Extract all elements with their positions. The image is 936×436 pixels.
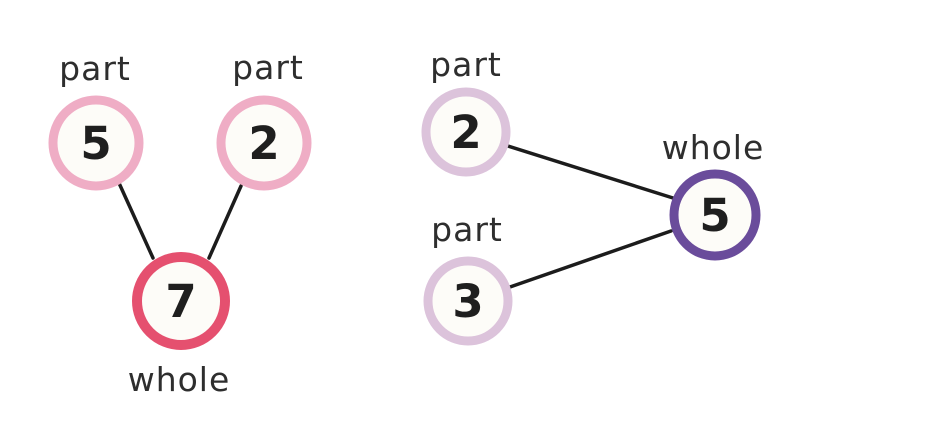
whole-value: 5: [699, 189, 730, 242]
part-value: 5: [80, 117, 111, 170]
number-bond-right: part part whole 2 3 5: [421, 45, 765, 346]
part-circle: [48, 95, 144, 191]
connector-line: [508, 229, 673, 289]
part-value: 2: [450, 106, 481, 159]
whole-circle: [132, 252, 230, 350]
part-value: 2: [248, 117, 279, 170]
part-label: part: [431, 210, 503, 249]
connector-line: [117, 181, 155, 260]
whole-label: whole: [128, 360, 231, 399]
whole-circle: [669, 169, 761, 261]
part-label: part: [59, 49, 131, 88]
part-value: 3: [452, 275, 483, 328]
connector-line: [506, 144, 675, 200]
part-label: part: [232, 48, 304, 87]
part-label: part: [430, 45, 502, 84]
number-bond-left: part part 5 2 7 whole: [48, 48, 312, 399]
whole-label: whole: [662, 128, 765, 167]
part-circle: [423, 256, 513, 346]
part-circle: [216, 95, 312, 191]
part-circle: [421, 87, 511, 177]
connector-line: [207, 184, 243, 260]
whole-value: 7: [165, 275, 196, 328]
